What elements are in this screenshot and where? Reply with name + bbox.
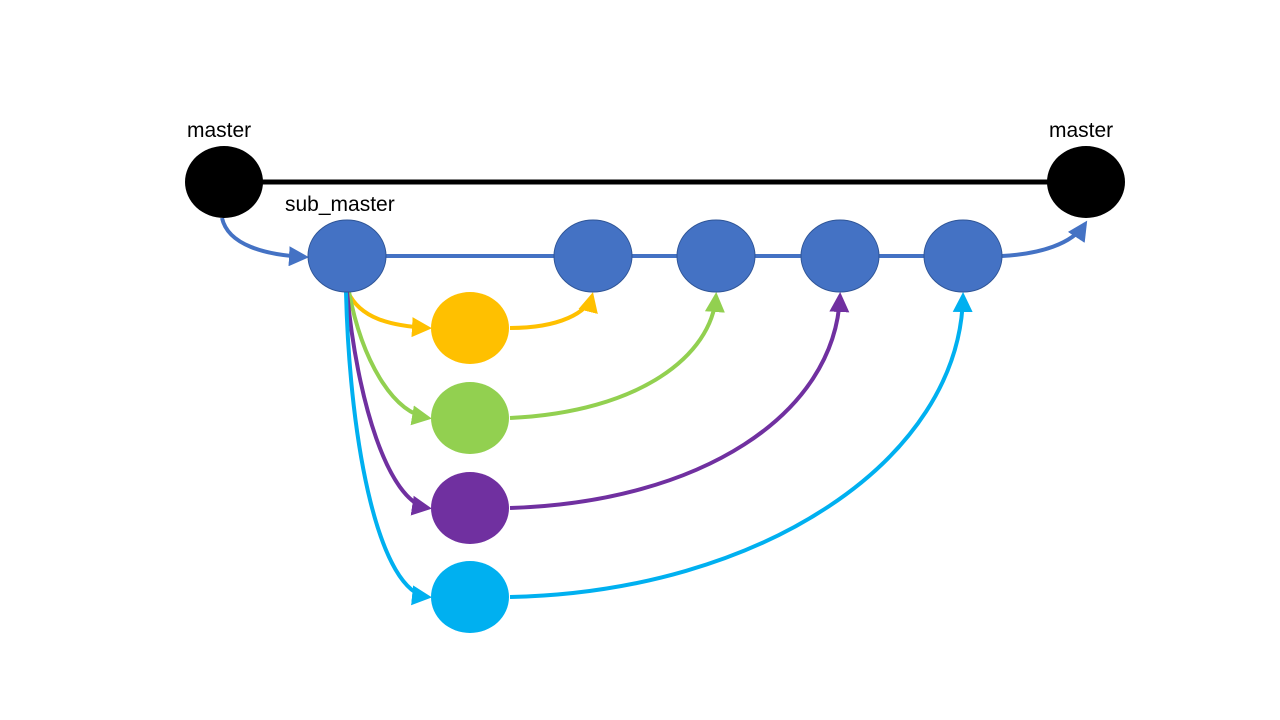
arrow-purple-to-commit-3 bbox=[509, 292, 850, 510]
master-end-label: master bbox=[1049, 119, 1113, 142]
arrow-sub-master-to-master bbox=[1001, 220, 1088, 258]
sub-master-commit-2-node bbox=[676, 219, 756, 293]
branch-yellow-node bbox=[431, 292, 509, 364]
sub-master-label: sub_master bbox=[285, 193, 395, 216]
sub-master-commit-4-node bbox=[923, 219, 1003, 293]
arrow-cyan-to-commit-4 bbox=[509, 292, 973, 599]
branch-purple-node bbox=[431, 472, 509, 544]
sub-master-commit-1-node bbox=[553, 219, 633, 293]
arrow-yellow-to-commit-1 bbox=[509, 292, 598, 330]
arrow-sub-master-to-purple bbox=[345, 291, 432, 516]
arrow-sub-master-to-cyan bbox=[344, 291, 432, 606]
master-end-node bbox=[1047, 146, 1125, 218]
master-start-label: master bbox=[187, 119, 251, 142]
branch-cyan-node bbox=[431, 561, 509, 633]
arrow-green-to-commit-2 bbox=[509, 292, 725, 420]
sub-master-start-node bbox=[307, 219, 387, 293]
branch-green-node bbox=[431, 382, 509, 454]
arrow-sub-master-to-green bbox=[347, 291, 432, 426]
arrow-master-to-sub-master bbox=[220, 217, 309, 267]
sub-master-commit-3-node bbox=[800, 219, 880, 293]
master-start-node bbox=[185, 146, 263, 218]
arrow-sub-master-to-yellow bbox=[346, 291, 432, 338]
